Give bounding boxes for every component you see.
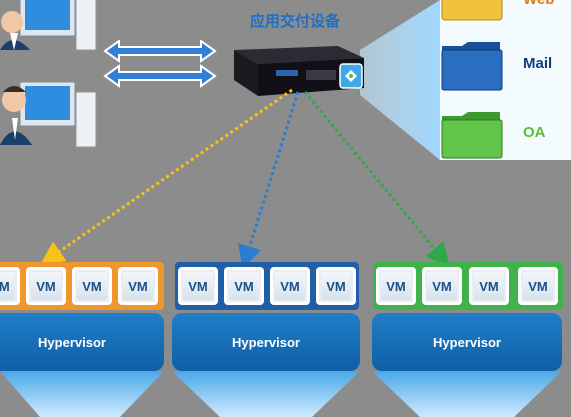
connection-arrow-blue xyxy=(238,91,300,270)
folder-oa-icon xyxy=(441,112,503,159)
client-computers-icon xyxy=(0,0,97,148)
vm-box: VM xyxy=(26,267,66,305)
vm-box: VM xyxy=(72,267,112,305)
folder-web-icon xyxy=(441,0,503,21)
hypervisor-fan xyxy=(172,371,360,417)
folder-web: Web xyxy=(440,0,554,27)
vm-box: VM xyxy=(224,267,264,305)
hypervisor-block: Hypervisor xyxy=(372,313,562,371)
hypervisor-fan xyxy=(372,371,562,417)
folder-oa: OA xyxy=(440,110,546,167)
vm-box: VM xyxy=(270,267,310,305)
connection-arrow-green xyxy=(303,91,450,268)
hypervisor-block: Hypervisor xyxy=(0,313,164,371)
vm-box: VM xyxy=(118,267,158,305)
vm-box: VM xyxy=(518,267,558,305)
connection-arrow-orange xyxy=(40,88,293,265)
vm-box: VM xyxy=(0,267,20,305)
vm-box: VM xyxy=(316,267,356,305)
folder-mail: Mail xyxy=(440,40,552,97)
device-title: 应用交付设备 xyxy=(249,13,340,30)
vm-box: VM xyxy=(376,267,416,305)
hypervisor-fan xyxy=(0,371,164,417)
vm-box: VM xyxy=(178,267,218,305)
folder-mail-icon xyxy=(441,42,503,91)
vm-box: VM xyxy=(422,267,462,305)
delivery-device-icon xyxy=(234,46,364,96)
bidirectional-arrows-icon xyxy=(103,40,217,88)
vm-box: VM xyxy=(469,267,509,305)
hypervisor-block: Hypervisor xyxy=(172,313,360,371)
